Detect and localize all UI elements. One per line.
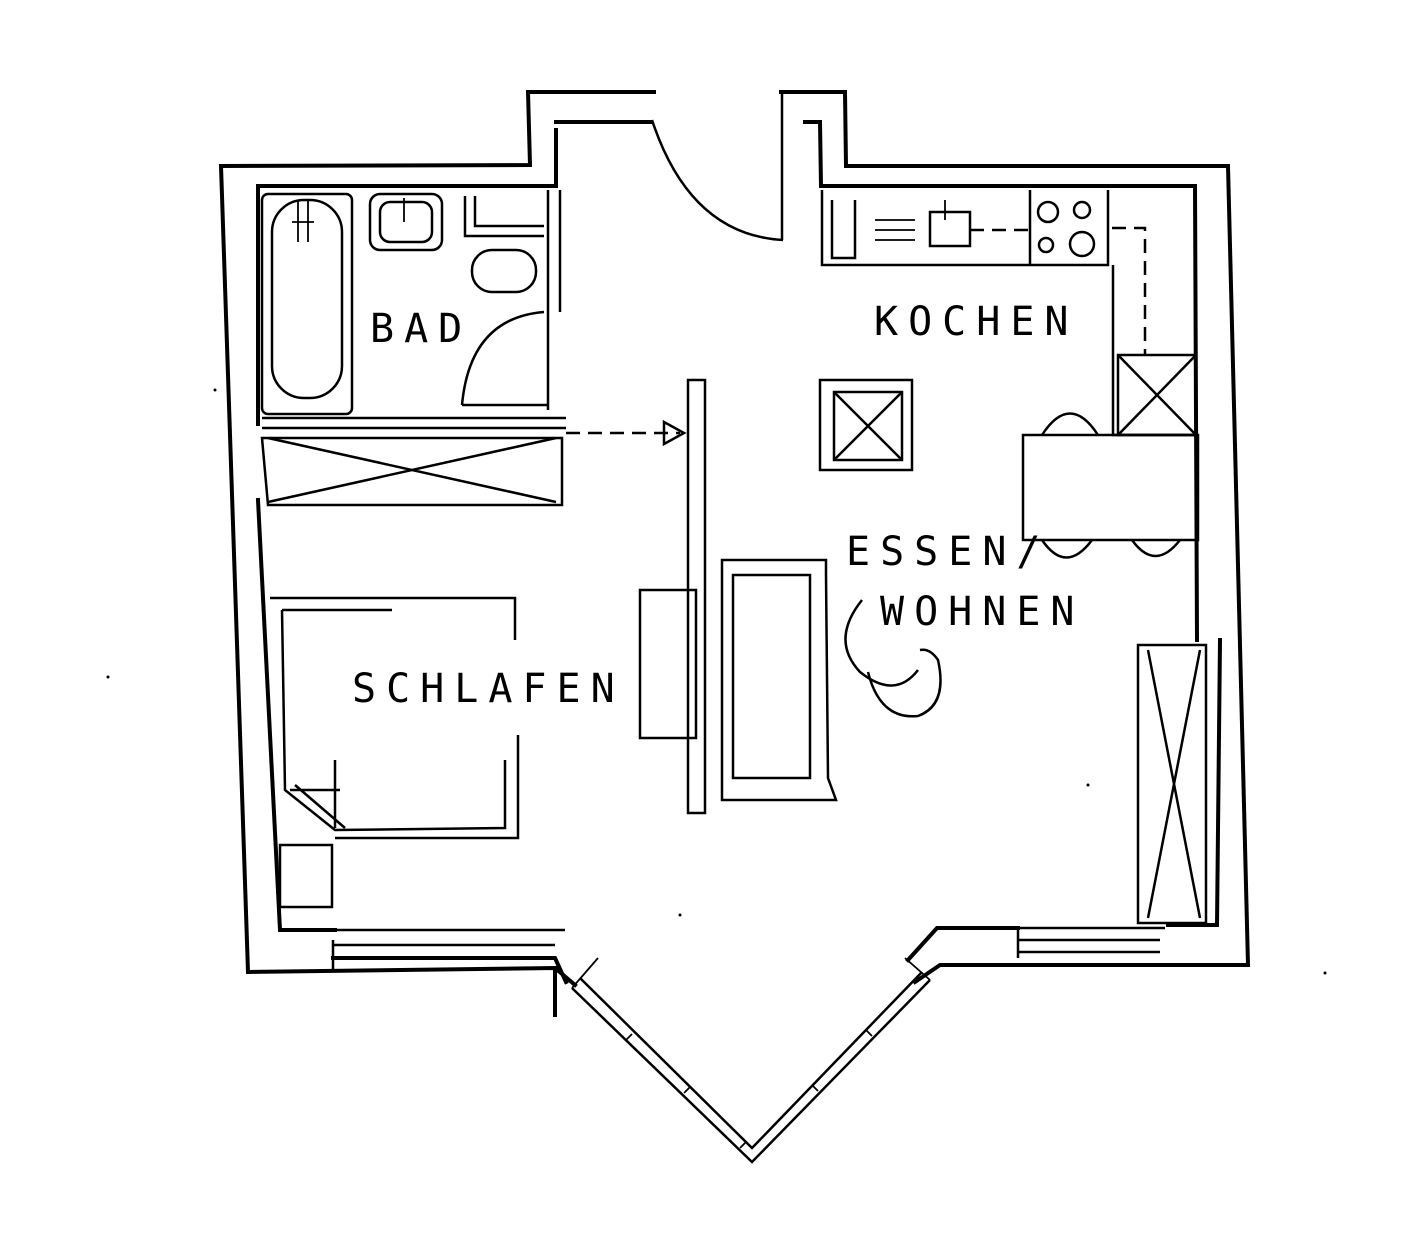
dining-table (1021, 412, 1200, 559)
room-label-dining: ESSEN/ (846, 529, 1051, 575)
scan-specks (106, 388, 1327, 975)
bedroom-furniture (270, 596, 520, 909)
room-label-kitchen: KOCHEN (874, 299, 1079, 345)
living-furniture (638, 558, 1208, 925)
exterior-walls (218, 90, 1251, 1017)
kitchen-units (818, 190, 1198, 472)
interior-walls (260, 190, 707, 815)
bathroom-fixtures (260, 192, 548, 416)
room-label-bedroom: SCHLAFEN (352, 666, 625, 712)
room-label-bath: BAD (370, 306, 472, 352)
entrance-door (650, 92, 784, 242)
room-label-living: WOHNEN (880, 589, 1085, 635)
bay-window (571, 957, 931, 1164)
